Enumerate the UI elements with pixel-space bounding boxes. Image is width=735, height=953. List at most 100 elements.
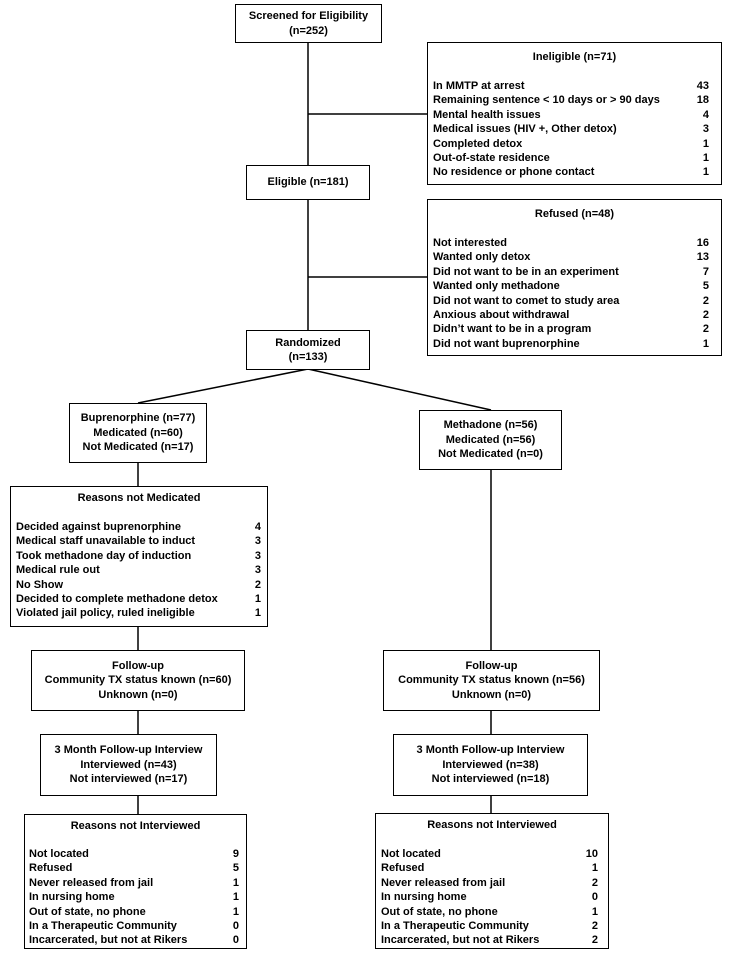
item-value: 1 bbox=[591, 862, 598, 875]
interview-right-interviewed: Interviewed (n=38) bbox=[442, 758, 539, 771]
followup-right-unknown: Unknown (n=0) bbox=[451, 688, 532, 701]
interview-left-not-interviewed: Not interviewed (n=17) bbox=[69, 773, 188, 786]
item-label: Medical staff unavailable to induct bbox=[16, 535, 196, 548]
item-label: Anxious about withdrawal bbox=[433, 309, 570, 322]
item-value: 2 bbox=[702, 323, 709, 336]
list-item: Never released from jail 1 bbox=[29, 876, 239, 890]
item-value: 43 bbox=[696, 80, 709, 92]
item-label: Medical issues (HIV +, Other detox) bbox=[433, 123, 617, 136]
item-label: Not located bbox=[381, 848, 441, 860]
item-label: In MMTP at arrest bbox=[433, 80, 525, 92]
item-value: 9 bbox=[232, 848, 239, 860]
item-value: 3 bbox=[254, 535, 261, 548]
list-item: Medical rule out 3 bbox=[16, 563, 261, 577]
item-label: In a Therapeutic Community bbox=[29, 920, 177, 933]
item-value: 1 bbox=[591, 905, 598, 918]
item-value: 1 bbox=[232, 891, 239, 904]
item-label: Decided to complete methadone detox bbox=[16, 593, 218, 606]
buprenorphine-title: Buprenorphine (n=77) bbox=[80, 412, 196, 425]
list-item: Remaining sentence < 10 days or > 90 day… bbox=[433, 93, 709, 107]
item-label: In nursing home bbox=[381, 891, 467, 904]
followup-left-known: Community TX status known (n=60) bbox=[44, 674, 232, 687]
item-value: 1 bbox=[232, 876, 239, 889]
item-value: 1 bbox=[232, 905, 239, 918]
interview-left-box: 3 Month Follow-up Interview Interviewed … bbox=[40, 734, 217, 796]
randomized-title: Randomized bbox=[275, 336, 341, 349]
item-label: Decided against buprenorphine bbox=[16, 521, 182, 533]
followup-right-title: Follow-up bbox=[465, 659, 518, 672]
item-value: 7 bbox=[702, 265, 709, 278]
item-value: 3 bbox=[702, 123, 709, 136]
screened-count: (n=252) bbox=[289, 24, 328, 37]
item-value: 1 bbox=[702, 152, 709, 165]
ineligible-title: Ineligible (n=71) bbox=[532, 51, 617, 63]
item-label: Out of state, no phone bbox=[29, 905, 146, 918]
reasons-left-title: Reasons not Interviewed bbox=[70, 820, 201, 832]
item-value: 4 bbox=[702, 108, 709, 121]
item-value: 5 bbox=[232, 862, 239, 875]
item-label: Medical rule out bbox=[16, 564, 100, 577]
not-medicated-title: Reasons not Medicated bbox=[77, 492, 201, 504]
item-value: 5 bbox=[702, 280, 709, 293]
screened-title: Screened for Eligibility bbox=[248, 10, 369, 23]
item-label: Violated jail policy, ruled ineligible bbox=[16, 607, 195, 620]
item-label: Took methadone day of induction bbox=[16, 549, 192, 562]
methadone-box: Methadone (n=56) Medicated (n=56) Not Me… bbox=[419, 410, 562, 470]
interview-left-interviewed: Interviewed (n=43) bbox=[80, 758, 177, 771]
item-label: Didn’t want to be in a program bbox=[433, 323, 592, 336]
item-label: Incarcerated, but not at Rikers bbox=[29, 934, 188, 947]
item-label: In a Therapeutic Community bbox=[381, 920, 529, 933]
item-label: Never released from jail bbox=[381, 876, 506, 889]
item-value: 3 bbox=[254, 564, 261, 577]
item-value: 3 bbox=[254, 549, 261, 562]
connector-randomized-meth bbox=[307, 368, 492, 411]
list-item: Medical staff unavailable to induct 3 bbox=[16, 534, 261, 548]
list-item: In MMTP at arrest 43 bbox=[433, 79, 709, 93]
buprenorphine-box: Buprenorphine (n=77) Medicated (n=60) No… bbox=[69, 403, 207, 463]
not-medicated-list: Decided against buprenorphine 4 Medical s… bbox=[11, 520, 267, 621]
item-label: No Show bbox=[16, 578, 64, 591]
item-value: 2 bbox=[591, 934, 598, 947]
list-item: Medical issues (HIV +, Other detox) 3 bbox=[433, 122, 709, 136]
list-item: Wanted only methadone 5 bbox=[433, 279, 709, 293]
item-label: Out of state, no phone bbox=[381, 905, 498, 918]
item-value: 1 bbox=[702, 137, 709, 150]
item-label: Never released from jail bbox=[29, 876, 154, 889]
item-label: In nursing home bbox=[29, 891, 115, 904]
item-label: Wanted only methadone bbox=[433, 280, 560, 293]
item-value: 4 bbox=[254, 521, 261, 533]
item-label: Did not want buprenorphine bbox=[433, 337, 580, 350]
list-item: Never released from jail 2 bbox=[381, 876, 598, 890]
item-label: Mental health issues bbox=[433, 108, 541, 121]
item-value: 1 bbox=[702, 337, 709, 350]
list-item: Refused 5 bbox=[29, 861, 239, 875]
item-value: 2 bbox=[591, 876, 598, 889]
list-item: Out of state, no phone 1 bbox=[381, 905, 598, 919]
methadone-title: Methadone (n=56) bbox=[443, 419, 538, 432]
item-label: Refused bbox=[29, 862, 73, 875]
eligible-title: Eligible (n=181) bbox=[267, 176, 349, 189]
item-value: 2 bbox=[702, 294, 709, 307]
followup-left-unknown: Unknown (n=0) bbox=[98, 688, 178, 701]
randomized-count: (n=133) bbox=[288, 351, 328, 363]
randomized-box: Randomized (n=133) bbox=[246, 330, 370, 370]
item-value: 2 bbox=[591, 920, 598, 933]
item-label: Refused bbox=[381, 862, 425, 875]
